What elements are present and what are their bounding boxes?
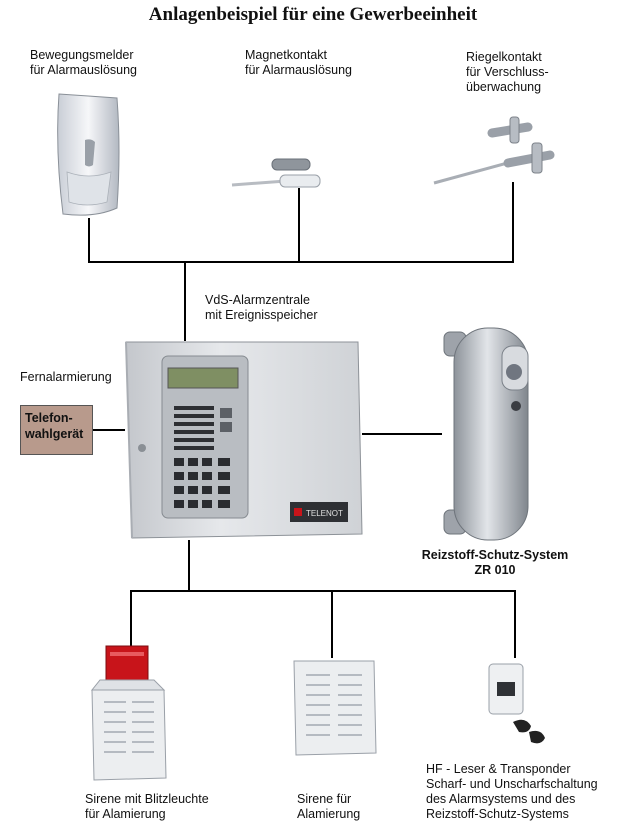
magnet-contact-icon bbox=[231, 158, 321, 188]
wire-bolt bbox=[512, 182, 514, 262]
wire-reader bbox=[514, 590, 516, 658]
label-reizstoff: Reizstoff-Schutz-System ZR 010 bbox=[421, 548, 569, 577]
siren-icon bbox=[293, 660, 377, 756]
label-sirene: Sirene für Alamierung bbox=[297, 792, 361, 821]
irritant-system-icon bbox=[443, 327, 529, 541]
wire-panel-down bbox=[188, 540, 190, 592]
alarm-panel-icon: TELENOT bbox=[125, 341, 363, 539]
wire-top-bus bbox=[88, 261, 514, 263]
wire-siren-strobe bbox=[130, 590, 132, 652]
wire-to-panel bbox=[184, 261, 186, 341]
label-riegelkontakt: Riegelkontakt für Verschluss- überwachun… bbox=[466, 50, 549, 94]
wire-magnet bbox=[298, 188, 300, 262]
telefon-wahlgeraet-box: Telefon- wahlgerät bbox=[20, 405, 93, 455]
label-alarmzentrale: VdS-Alarmzentrale mit Ereignisspeicher bbox=[205, 293, 318, 322]
label-sirene-blitz: Sirene mit Blitzleuchte für Alamierung bbox=[85, 792, 209, 821]
brand-logo: TELENOT bbox=[306, 509, 343, 518]
label-hf-leser: HF - Leser & Transponder Scharf- und Uns… bbox=[426, 762, 598, 821]
page-title: Anlagenbeispiel für eine Gewerbeeinheit bbox=[148, 4, 478, 25]
wire-bottom-bus bbox=[130, 590, 516, 592]
motion-detector-icon bbox=[57, 93, 120, 216]
wire-telefon bbox=[93, 429, 125, 431]
siren-strobe-icon bbox=[90, 645, 167, 781]
wire-siren bbox=[331, 590, 333, 658]
wire-motion bbox=[88, 218, 90, 262]
label-fernalarmierung: Fernalarmierung bbox=[20, 370, 112, 384]
label-bewegungsmelder: Bewegungsmelder für Alarmauslösung bbox=[30, 48, 138, 77]
wire-reizstoff bbox=[362, 433, 442, 435]
bolt-contact-icon bbox=[433, 116, 555, 185]
label-magnetkontakt: Magnetkontakt für Alarmauslösung bbox=[245, 48, 353, 77]
rfid-reader-icon bbox=[488, 663, 545, 744]
